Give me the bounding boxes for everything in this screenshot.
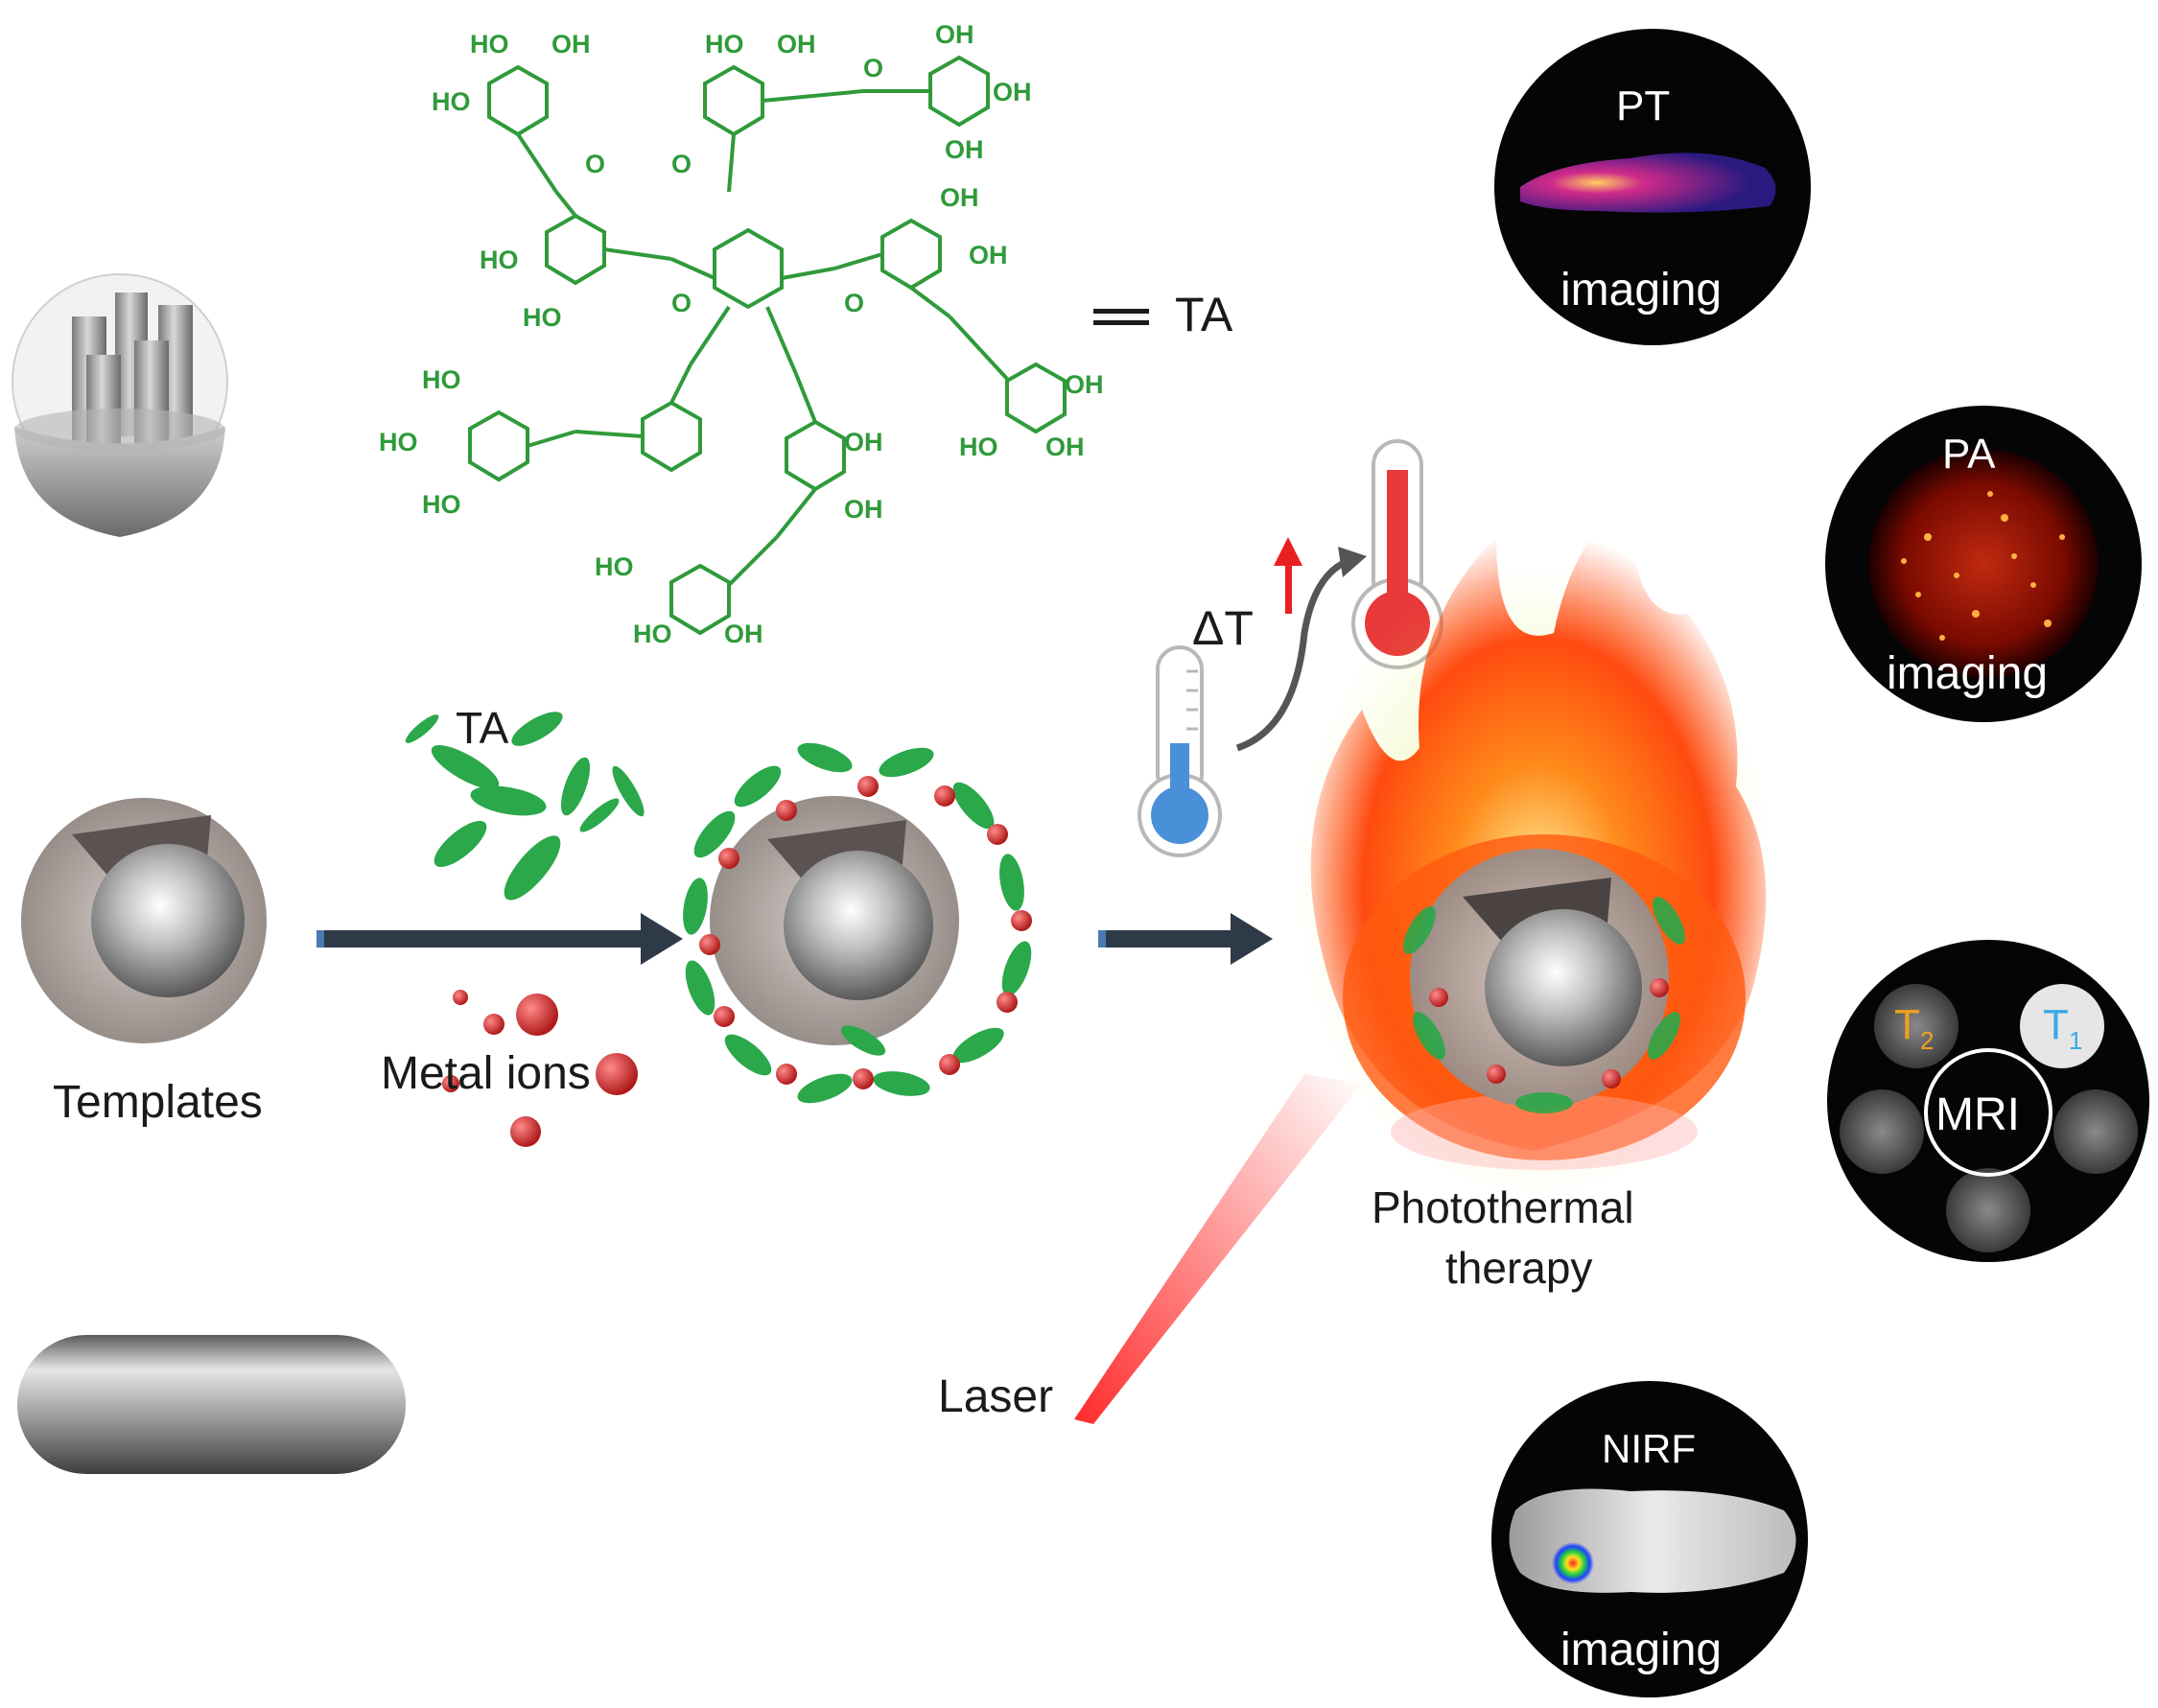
tannic-acid-hydroxyl-labels: HO OH HO HO OH OH OH OH HO HO OH OH HO H… [379,20,1104,648]
temperature-rise-arrow [1235,557,1349,752]
oh-label: OH [551,30,591,58]
laser-label: Laser [938,1371,1053,1422]
oh-label: OH [993,78,1032,106]
pa-title: PA [1942,431,1996,478]
nanoparticle-leaves [683,742,1032,1104]
oh-label: HO [480,246,519,274]
templates-label: Templates [53,1077,263,1128]
ta-equals-label: TA [1175,288,1233,341]
oh-label: HO [379,428,418,456]
pa-imaging-circle [1825,406,2142,722]
hollow-sphere-template [21,798,267,1043]
reaction-arrow-2 [1098,913,1273,965]
oh-label: OH [844,428,883,456]
oh-label: HO [633,620,672,648]
metal-ions-label: Metal ions [381,1048,591,1099]
cold-thermometer [1138,645,1222,857]
pt-title: PT [1616,82,1670,129]
oh-label: HO [422,490,461,519]
fire-nanoparticle [1403,849,1685,1113]
oh-label: OH [724,620,763,648]
carbonyl-label: O [671,150,692,178]
ta-reagent-label: TA [456,703,509,753]
rod-template [17,1335,406,1474]
red-up-arrow [1274,537,1302,614]
oh-label: OH [969,241,1008,269]
pa-caption: imaging [1887,648,2048,699]
carbonyl-label: O [863,54,883,82]
mri-t1-subscript: 1 [2069,1026,2082,1055]
reaction-arrow-1 [317,913,683,965]
delta-t-label: ΔT [1192,601,1254,655]
nanoparticle-metal-ions [699,776,1032,1089]
oh-label: HO [432,87,471,116]
nirf-imaging-circle [1491,1381,1808,1697]
oh-label: OH [1065,370,1104,399]
oh-label: OH [1045,433,1085,461]
pillar-template [12,273,228,537]
carbonyl-label: O [585,150,605,178]
temperature-rise-arrowhead [1338,547,1367,577]
mri-t1-label: T [2043,1001,2069,1048]
oh-label: OH [844,495,883,524]
mri-t2-subscript: 2 [1920,1026,1934,1055]
oh-label: HO [959,433,998,461]
photothermal-label-line1: Photothermal [1372,1182,1634,1232]
metal-ions-reagent [442,990,638,1147]
carbonyl-label: O [671,289,692,317]
oh-label: HO [422,365,461,394]
oh-label: HO [523,303,562,332]
mri-t2-label: T [1894,1001,1920,1048]
mri-imaging-circle [1827,940,2149,1262]
ta-equals-sign [1093,309,1149,325]
ta-leaves-reagent [405,712,645,901]
photothermal-label-line2: therapy [1445,1243,1592,1293]
pt-imaging-circle [1494,29,1811,345]
laser-beam [1074,1074,1362,1424]
nirf-caption: imaging [1560,1625,1722,1675]
mri-title: MRI [1935,1089,2020,1140]
coated-nanoparticle [710,796,959,1045]
oh-label: OH [940,183,979,212]
oh-label: HO [595,552,634,581]
oh-label: OH [777,30,816,58]
oh-label: OH [945,135,984,164]
oh-label: HO [470,30,509,58]
pt-caption: imaging [1560,265,1722,316]
nirf-title: NIRF [1602,1426,1696,1471]
oh-label: HO [705,30,744,58]
oh-label: OH [935,20,974,49]
carbonyl-label: O [844,289,864,317]
tannic-acid-structure [468,55,1067,636]
